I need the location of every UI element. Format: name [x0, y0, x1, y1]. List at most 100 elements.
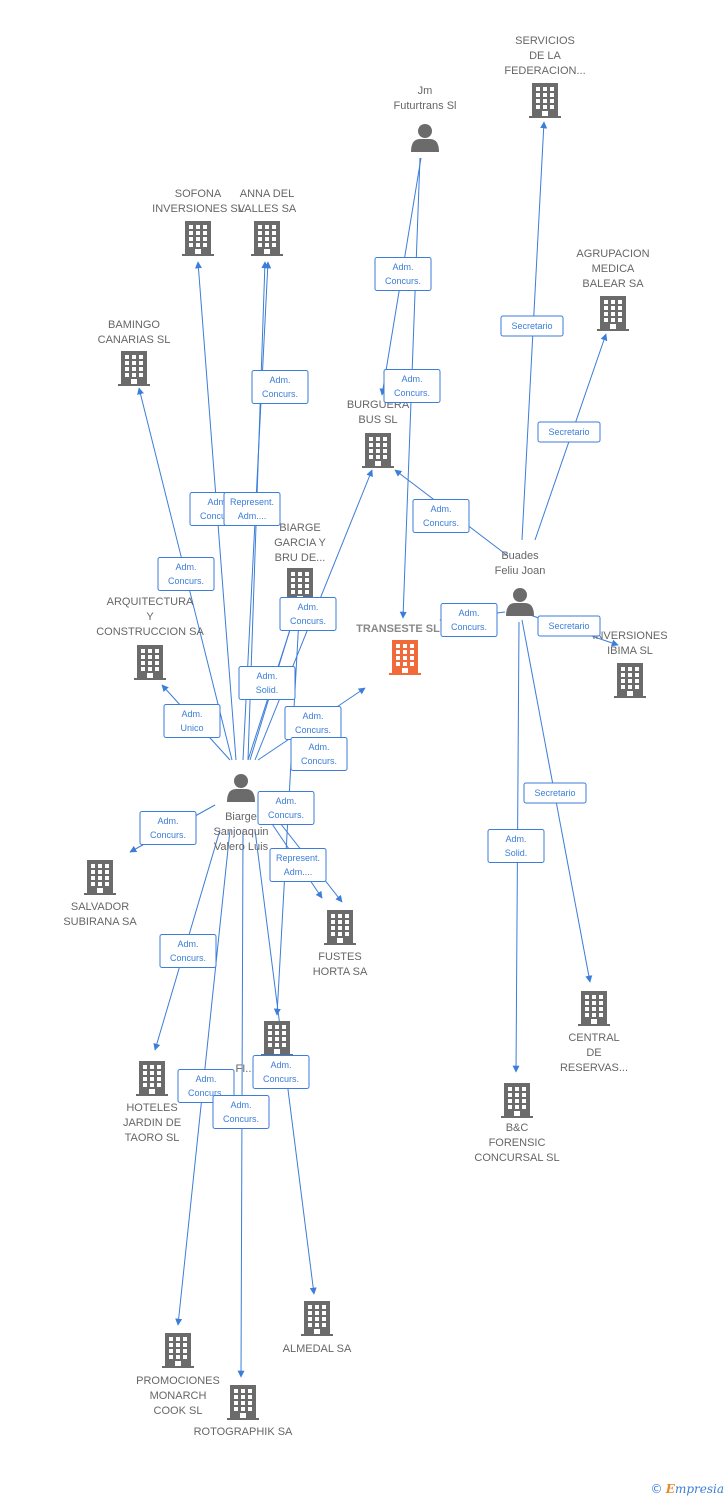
node-agrupacion[interactable]: AGRUPACION MEDICA BALEAR SA: [576, 248, 650, 331]
building-icon: [182, 221, 214, 256]
node-central[interactable]: CENTRALDERESERVAS...: [560, 991, 628, 1074]
building-icon: [529, 83, 561, 118]
building-icon: [136, 1061, 168, 1096]
relation-label[interactable]: Adm.Concurs.: [212, 1095, 270, 1129]
relation-label[interactable]: Adm.Concurs.: [383, 369, 441, 403]
node-label: BUS SL: [358, 414, 397, 426]
node-label: Sanjoaquin: [213, 826, 268, 838]
relation-text: Concurs.: [188, 1088, 224, 1098]
relation-text: Concurs.: [423, 518, 459, 528]
relation-label[interactable]: Secretario: [500, 315, 564, 337]
relation-label[interactable]: Adm.Concurs.: [252, 1055, 310, 1089]
relation-text: Adm.: [302, 711, 323, 721]
relation-label[interactable]: Adm.Concurs.: [159, 934, 217, 968]
node-label: INVERSIONES: [592, 630, 667, 642]
node-fi[interactable]: FI...: [236, 1021, 293, 1075]
node-label: Valero Luis: [214, 841, 269, 853]
relation-text: Concurs.: [223, 1114, 259, 1124]
node-label: BALEAR SA: [582, 278, 644, 290]
relation-text: Adm.: [195, 1074, 216, 1084]
relation-text: Adm.: [270, 1060, 291, 1070]
relation-text: Adm.: [392, 262, 413, 272]
relation-labels-layer: Adm.Concurs.Adm.Concurs.SecretarioSecret…: [139, 257, 601, 1129]
node-label: Y: [146, 611, 154, 623]
node-almedal[interactable]: ALMEDAL SA: [283, 1301, 352, 1355]
relation-text: Adm.: [269, 375, 290, 385]
node-label: Jm: [418, 85, 433, 97]
building-icon: [324, 910, 356, 945]
building-icon: [227, 1385, 259, 1420]
node-label: B&C: [506, 1122, 529, 1134]
relation-label[interactable]: Adm.Concurs.: [412, 499, 470, 533]
relation-label[interactable]: Adm.Concurs.: [257, 791, 315, 825]
relation-text: Concurs.: [451, 622, 487, 632]
building-icon: [362, 433, 394, 468]
relation-label[interactable]: Adm.Concurs.: [279, 597, 337, 631]
node-label: FI...: [236, 1063, 255, 1075]
footer-brand[interactable]: © Empresia: [650, 1482, 724, 1496]
brand-name: mpresia: [674, 1482, 724, 1496]
relation-text: Concurs.: [200, 511, 236, 521]
relation-label[interactable]: Adm.Concurs.: [374, 257, 432, 291]
node-label: VALLES SA: [238, 203, 297, 215]
node-label: FEDERACION...: [504, 65, 585, 77]
copyright-symbol: ©: [650, 1482, 663, 1496]
relation-label[interactable]: Adm.Concurs.: [157, 557, 215, 591]
person-icon: [506, 588, 534, 616]
node-rotographik[interactable]: ROTOGRAPHIK SA: [194, 1385, 293, 1438]
relation-text: Adm.: [275, 796, 296, 806]
relation-text: Unico: [180, 723, 203, 733]
node-label: DE: [586, 1047, 601, 1059]
relation-label[interactable]: Adm.Concurs.: [284, 706, 342, 740]
node-label: CONCURSAL SL: [474, 1152, 559, 1164]
node-label: BAMINGO: [108, 319, 160, 331]
relation-label[interactable]: Secretario: [537, 615, 601, 637]
relation-label[interactable]: Adm.Concurs.: [290, 737, 348, 771]
relation-text: Secretario: [511, 321, 552, 331]
relation-label[interactable]: Secretario: [537, 421, 601, 443]
node-label: Biarge: [225, 811, 257, 823]
relation-label[interactable]: Represent.Adm....: [223, 492, 281, 526]
node-label: TRANSESTE SL: [356, 623, 440, 635]
node-label: INVERSIONES SL: [152, 203, 244, 215]
relation-text: Concurs.: [150, 830, 186, 840]
relation-label[interactable]: Adm.Concurs.: [139, 811, 197, 845]
relation-label[interactable]: Represent.Adm....: [269, 848, 327, 882]
node-label: MEDICA: [592, 263, 635, 275]
node-label: TAORO SL: [125, 1132, 180, 1144]
node-transeste[interactable]: TRANSESTE SL: [356, 623, 440, 675]
node-label: JARDIN DE: [123, 1117, 181, 1129]
building-icon: [578, 991, 610, 1026]
relation-label[interactable]: Adm.Concurs.: [440, 603, 498, 637]
relation-label[interactable]: Adm.Solid.: [238, 666, 296, 700]
relation-label[interactable]: Adm.Solid.: [487, 829, 545, 863]
relation-label[interactable]: Adm.Concurs.: [251, 370, 309, 404]
node-label: SALVADOR: [71, 901, 129, 913]
relation-label[interactable]: Secretario: [523, 782, 587, 804]
relation-label[interactable]: Adm. Concurs.: [177, 1069, 235, 1103]
node-label: SERVICIOS: [515, 35, 575, 47]
node-label: Feliu Joan: [495, 565, 546, 577]
relation-text: Solid.: [256, 685, 279, 695]
building-icon: [389, 640, 421, 675]
node-label: ROTOGRAPHIK SA: [194, 1426, 293, 1438]
node-label: AGRUPACION: [576, 248, 649, 260]
relation-label[interactable]: Adm.Unico: [163, 704, 221, 738]
